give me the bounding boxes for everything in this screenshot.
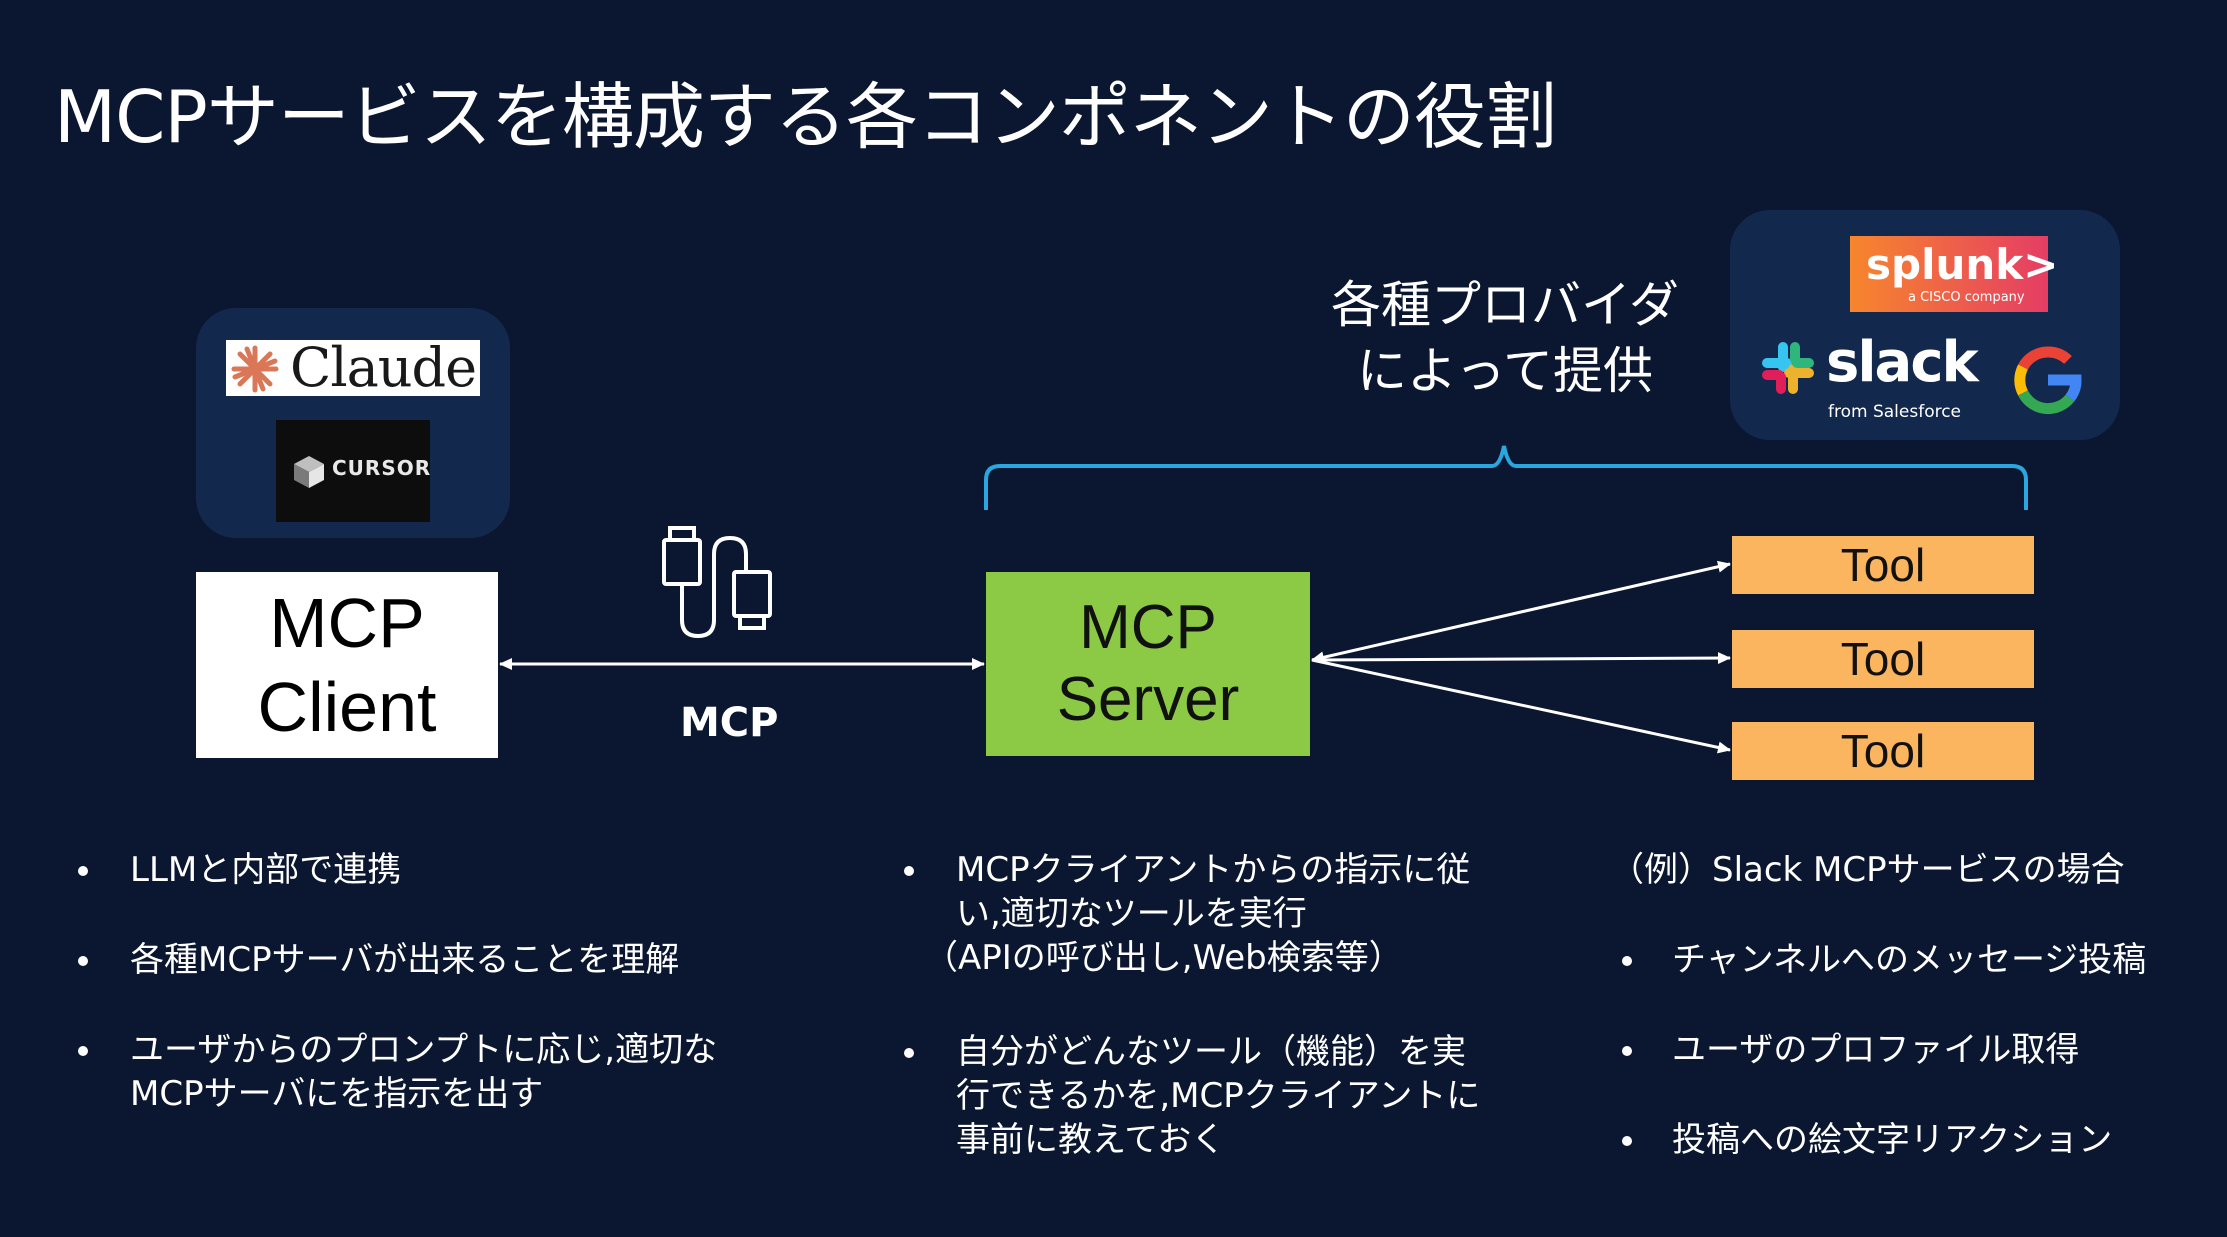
provider-line1: 各種プロバイダ (1331, 276, 1679, 334)
claude-starburst-icon (231, 345, 279, 393)
server-label-line2: Server (1056, 665, 1240, 734)
splunk-wordmark: splunk> (1866, 240, 2059, 289)
provider-brace (984, 445, 2028, 510)
cursor-logo: CURSOR (276, 420, 430, 522)
tool-box: Tool (1732, 536, 2034, 594)
cursor-cube-icon (294, 456, 324, 488)
list-item: 行できるかを,MCPクライアントに (956, 1076, 1481, 1116)
list-item: 事前に教えておく (956, 1120, 1226, 1160)
bullet-dot (78, 866, 88, 876)
page-title: MCPサービスを構成する各コンポネントの役割 (54, 75, 1557, 159)
list-item: MCPサーバにを指示を出す (130, 1074, 544, 1114)
list-item: チャンネルへのメッセージ投稿 (1672, 940, 2147, 980)
connection-label: MCP (680, 700, 779, 746)
example-heading: （例）Slack MCPサービスの場合 (1610, 850, 2125, 890)
claude-logo: Claude (226, 336, 480, 399)
client-label-line2: Client (257, 668, 437, 746)
list-item: 各種MCPサーバが出来ることを理解 (130, 940, 680, 980)
server-tool1-arrow (1311, 560, 1731, 664)
server-tool3-arrow (1311, 658, 1731, 754)
list-item: 投稿への絵文字リアクション (1672, 1120, 2113, 1160)
google-g-icon (2014, 346, 2082, 415)
splunk-logo: splunk> a CISCO company (1850, 236, 2058, 312)
list-item: ユーザからのプロンプトに応じ,適切な (130, 1030, 718, 1070)
mcp-client-box: MCP Client (196, 572, 498, 758)
claude-wordmark: Claude (290, 336, 477, 399)
list-item: ユーザのプロファイル取得 (1672, 1030, 2080, 1070)
list-item: （APIの呼び出し,Web検索等） (924, 938, 1403, 978)
client-label-line1: MCP (269, 584, 425, 662)
list-item: い,適切なツールを実行 (956, 894, 1307, 934)
slack-hash-icon (1762, 342, 1814, 394)
splunk-subtitle: a CISCO company (1908, 290, 2025, 305)
bullet-dot (904, 866, 914, 876)
tool-box: Tool (1732, 630, 2034, 688)
bullet-dot (1622, 956, 1632, 966)
server-tool2-arrow (1311, 652, 1731, 665)
tool-box: Tool (1732, 722, 2034, 780)
bullet-dot (904, 1048, 914, 1058)
mcp-server-box: MCP Server (986, 572, 1310, 756)
list-item: LLMと内部で連携 (130, 850, 402, 890)
slack-subtitle: from Salesforce (1828, 402, 1962, 422)
bullet-dot (1622, 1046, 1632, 1056)
bullet-dot (78, 956, 88, 966)
bullet-dot (1622, 1136, 1632, 1146)
list-item: 自分がどんなツール（機能）を実 (956, 1032, 1466, 1072)
list-item: MCPクライアントからの指示に従 (956, 850, 1471, 890)
bullet-dot (78, 1046, 88, 1056)
slack-wordmark: slack (1826, 330, 1979, 395)
usb-cable-icon (662, 526, 772, 639)
server-label-line1: MCP (1079, 593, 1217, 662)
provider-line2: によって提供 (1357, 342, 1653, 400)
cursor-wordmark: CURSOR (332, 456, 432, 480)
provider-caption: 各種プロバイダ によって提供 (1320, 272, 1690, 404)
